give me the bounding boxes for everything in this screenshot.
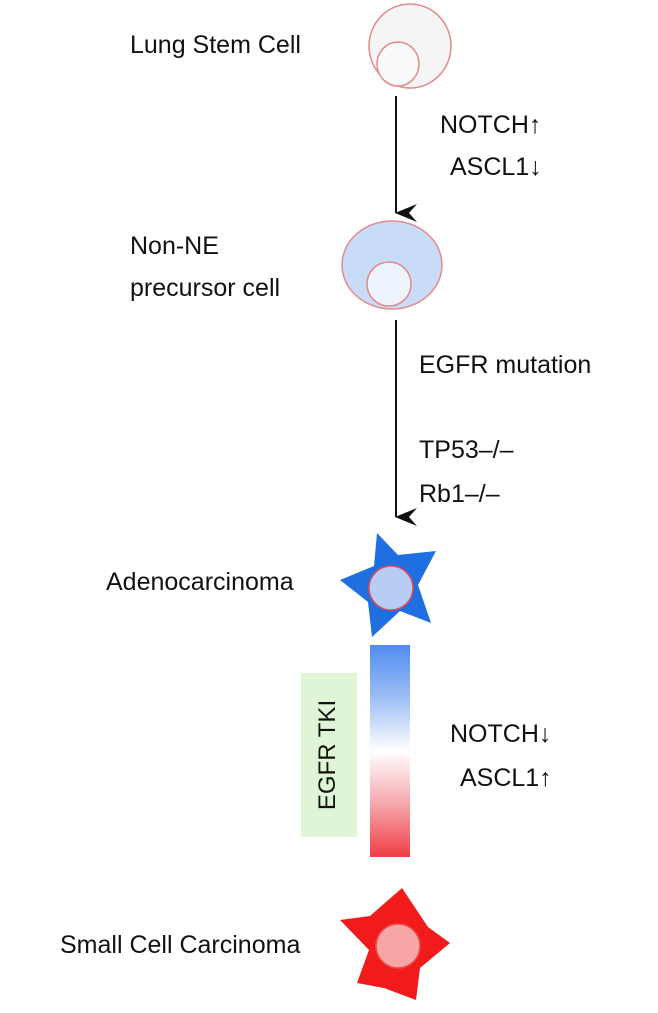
step1-ascl1-label: ASCL1↓ — [450, 153, 542, 181]
egfr-tki-box — [301, 673, 357, 837]
step3-notch-label: NOTCH↓ — [450, 720, 552, 748]
egfr-tki-label: EGFR TKI — [314, 699, 341, 811]
precursor-cell-label-line1: Non-NE — [130, 232, 219, 260]
lung-stem-cell-label: Lung Stem Cell — [130, 31, 301, 59]
step2-tp53-label: TP53–/– — [419, 436, 514, 464]
precursor-cell-shape — [341, 220, 443, 310]
transition-gradient-bar — [370, 645, 410, 857]
step2-egfr-mutation-label: EGFR mutation — [419, 351, 592, 379]
small-cell-carcinoma-cell-shape — [340, 888, 450, 1000]
small-cell-carcinoma-label: Small Cell Carcinoma — [60, 931, 301, 959]
adenocarcinoma-label: Adenocarcinoma — [106, 568, 294, 596]
lung-stem-cell-shape — [368, 3, 452, 89]
adenocarcinoma-cell-shape — [340, 533, 436, 637]
step1-notch-label: NOTCH↑ — [440, 111, 542, 139]
precursor-cell-label-line2: precursor cell — [130, 274, 281, 302]
step3-ascl1-label: ASCL1↑ — [460, 764, 552, 792]
step2-rb1-label: Rb1–/– — [419, 480, 500, 508]
